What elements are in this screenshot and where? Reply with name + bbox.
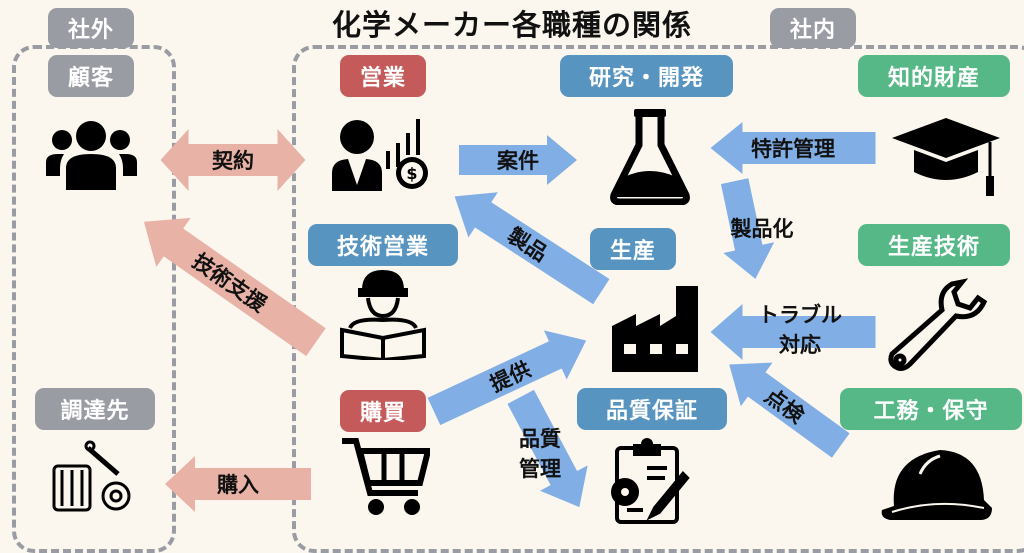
supply-arrow: 提供 <box>422 316 597 436</box>
role-rnd: 研究・開発 <box>560 55 733 97</box>
purchase-label: 購入 <box>217 473 259 497</box>
role-sales: 営業 <box>340 55 426 97</box>
quality-control-arrow <box>497 384 603 520</box>
wrench-icon <box>888 278 988 371</box>
purchase-arrow: 購入 <box>165 456 311 512</box>
flask-icon <box>610 109 690 205</box>
trouble-label-line1: トラブル <box>758 303 842 327</box>
cases-arrow: 案件 <box>459 135 577 185</box>
engineer-reading-icon <box>340 269 426 360</box>
salesperson-icon: $ <box>332 119 428 191</box>
role-customer: 顧客 <box>48 55 134 97</box>
contract-arrow: 契約 <box>160 129 306 191</box>
quality-control-label: 品質 管理 <box>500 424 580 484</box>
hard-hat-icon <box>881 450 992 520</box>
quality-control-line2: 管理 <box>519 457 561 481</box>
role-purchasing: 購買 <box>340 390 426 432</box>
quality-control-line1: 品質 <box>519 427 561 451</box>
parts-supplier-icon <box>52 440 131 512</box>
role-prod-engineering: 生産技術 <box>858 224 1010 266</box>
patent-arrow: 特許管理 <box>710 122 876 174</box>
tech-support-arrow: 技術支援 <box>127 197 333 367</box>
productize-label: 製品化 <box>730 217 794 241</box>
role-maintenance: 工務・保守 <box>840 388 1022 430</box>
inside-label: 社内 <box>770 8 856 48</box>
role-supplier: 調達先 <box>35 388 155 430</box>
quality-checklist-icon <box>611 438 690 524</box>
role-tech-sales: 技術営業 <box>308 224 458 266</box>
contract-label: 契約 <box>212 149 254 173</box>
role-ip: 知的財産 <box>858 55 1010 97</box>
graduation-cap-icon <box>892 118 1000 196</box>
trouble-label: トラブル 対応 <box>735 300 865 360</box>
factory-icon <box>612 286 698 372</box>
trouble-arrow <box>710 304 876 360</box>
patent-label: 特許管理 <box>751 137 835 161</box>
shopping-cart-icon <box>342 438 430 515</box>
inspection-arrow: 点検 <box>713 343 856 468</box>
outside-label: 社外 <box>48 8 134 48</box>
cases-label: 案件 <box>497 149 539 173</box>
trouble-label-line2: 対応 <box>779 333 821 357</box>
page-title: 化学メーカー各職種の関係 <box>331 8 692 42</box>
products-arrow: 製品 <box>440 174 616 315</box>
role-production: 生産 <box>590 228 676 270</box>
role-qa: 品質保証 <box>577 388 727 430</box>
customers-group-icon <box>46 121 137 190</box>
svg-text:$: $ <box>406 164 417 183</box>
productize-arrow <box>709 176 781 285</box>
